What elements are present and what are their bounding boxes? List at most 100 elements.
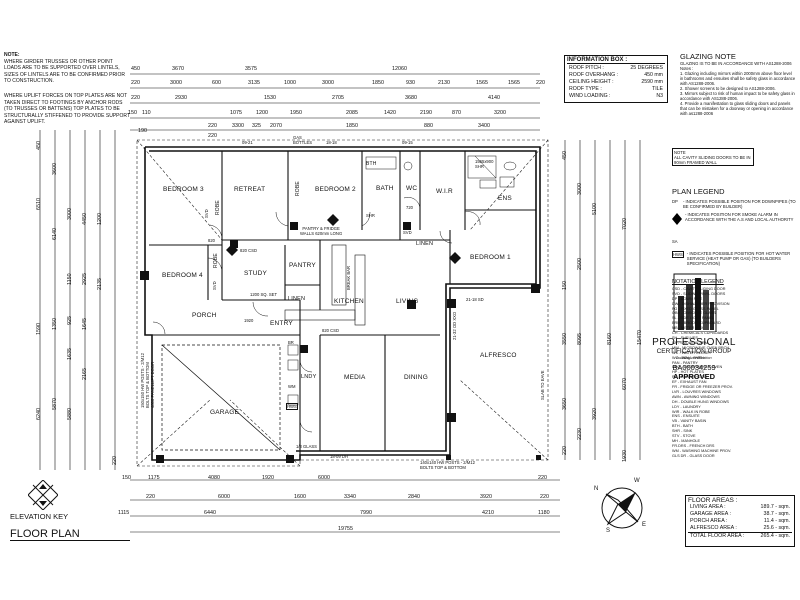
dimension-label: 2230 <box>577 428 583 440</box>
dimension-label: 3920 <box>480 494 492 500</box>
legend-text: - INDICATES POSITION FOR SMOKE ALARM IN … <box>685 212 794 222</box>
room-ens: ENS <box>498 195 512 202</box>
notation-item: RH - RANGE HOOD <box>672 375 707 380</box>
dimension-label: 6240 <box>36 408 42 420</box>
dimension-label: 4450 <box>82 213 88 225</box>
certifier-name-2: CERTIFICATION GROUP <box>656 348 732 355</box>
dimension-label: 2070 <box>270 123 282 129</box>
dimension-label: 1950 <box>290 110 302 116</box>
notation-item: FG - FIXED GLASS PANEL <box>672 306 719 311</box>
notation-item: SHR - SINK <box>672 429 693 434</box>
dimension-label: 3000 <box>322 80 334 86</box>
area-value: 11.4 - sqm. <box>763 518 790 524</box>
window-label: 21-18 SD <box>466 297 484 302</box>
dimension-label: 220 <box>112 456 118 465</box>
table-row: TOTAL FLOOR AREA :265.4 - sqm. <box>688 532 792 541</box>
info-label: WIND LOADING : <box>569 93 611 99</box>
dimension-label: 7990 <box>360 510 372 516</box>
dimension-label: 12060 <box>392 66 407 72</box>
table-row: ALFRESCO AREA :25.6 - sqm. <box>688 525 792 533</box>
dimension-label: 1930 <box>622 450 628 462</box>
notation-item: LDY - LAUNDRY <box>672 404 701 409</box>
glazing-note: GLAZING NOTE GLAZING IS TO BE IN ACCORDA… <box>680 52 796 116</box>
notation-item: BRM - BROOM CUPBOARD <box>672 321 721 326</box>
notation-item: OBS - OBSCURE GLASS <box>672 311 716 316</box>
area-value: 265.4 - sqm. <box>760 533 790 539</box>
notation-legend: NOTATION LEGEND CSD - CAVITY SLIDING DOO… <box>672 279 733 459</box>
notation-item: WC - WATER CLOSET <box>672 350 712 355</box>
compass-s: S <box>606 528 611 534</box>
window-label: 09-15 <box>402 140 413 145</box>
info-label: CEILING HEIGHT : <box>569 79 614 85</box>
room-linen: LINEN <box>288 296 306 302</box>
area-label: PORCH AREA : <box>690 518 728 524</box>
dimension-label: 925 <box>67 316 73 325</box>
csd-label: 820 CSD <box>322 328 339 333</box>
dimension-label: 220 <box>131 95 140 101</box>
table-row: GARAGE AREA : 38.7 - sqm. <box>688 511 792 518</box>
window-label: 18-18 <box>326 140 337 145</box>
dimension-label: 3650 <box>562 398 568 410</box>
dimension-label: 2500 <box>577 258 583 270</box>
approval-status: APPROVED <box>672 372 716 381</box>
dimension-label: 6000 <box>218 494 230 500</box>
door-size-label: 820 <box>208 238 215 243</box>
alfresco-posts-note: 140x140 HW POSTS - 2/M12 BOLTS TOP & BOT… <box>420 460 475 470</box>
legend-text: - INDICATES POSSIBLE POSITION FOR DOWNPI… <box>682 199 796 209</box>
room-robe-3: ROBE <box>215 200 221 215</box>
certifier-logo <box>673 273 717 333</box>
slab-eave-label: SLAB TO EAVE <box>540 370 545 400</box>
dimension-label: 220 <box>562 446 568 455</box>
shower-label: 1565x900 SHR <box>475 159 494 169</box>
dimension-label: 600 <box>212 80 221 86</box>
area-value: 38.7 - sqm. <box>763 511 791 517</box>
notation-item: EF - EXHAUST FAN <box>672 380 707 385</box>
dimension-label: 150 <box>122 475 131 481</box>
dimension-label: 1600 <box>294 494 306 500</box>
garage-posts-note: 150x150 HW POSTS - 2/M12 BOLTS TOP & BOT… <box>140 353 155 408</box>
dimension-label: 880 <box>424 123 433 129</box>
room-robe-1: ROBE <box>295 181 301 196</box>
area-label: GARAGE AREA : <box>690 511 731 517</box>
notes-heading: NOTE: <box>4 52 20 58</box>
dimension-label: 1565 <box>508 80 520 86</box>
dimension-label: 1180 <box>538 510 550 516</box>
dimension-label: 220 <box>538 475 547 481</box>
dimension-label: 3200 <box>494 110 506 116</box>
svd-label: SVD <box>204 209 209 218</box>
dimension-label: 1850 <box>372 80 384 86</box>
room-bath: BATH <box>376 185 394 192</box>
notation-item: CSD - CAVITY SLIDING DOOR <box>672 286 726 291</box>
gas-bottles-label: GAS BOTTLES <box>293 135 313 145</box>
dimension-label: 4080 <box>208 475 220 481</box>
door-size-label: 720 <box>406 205 413 210</box>
dimension-label: 450 <box>131 66 140 72</box>
dimension-label: 220 <box>208 123 217 129</box>
info-value: 450 mm <box>644 72 663 78</box>
dimension-label: 6510 <box>36 198 42 210</box>
room-bth: BTH <box>366 161 377 167</box>
dimension-label: 15470 <box>637 330 643 345</box>
compass-n: N <box>594 486 599 492</box>
dimension-label: 6140 <box>52 228 58 240</box>
room-entry: ENTRY <box>270 320 293 327</box>
set-label: 1200 SQ. SET <box>250 292 277 297</box>
notation-item: MH - MANHOLE <box>672 439 701 443</box>
dimension-label: 3600 <box>52 163 58 175</box>
glazing-item: 4. Provide a manifestation to glass slid… <box>680 101 794 116</box>
room-bedroom-2: BEDROOM 2 <box>315 186 356 193</box>
area-label: LIVING AREA : <box>690 504 726 510</box>
glazing-subtitle: GLAZING IS TO BE IN ACCORDANCE WITH AS12… <box>680 61 792 66</box>
legend-item-smoke-alarm: SA - INDICATES POSITION FOR SMOKE ALARM … <box>672 212 798 248</box>
dimension-label: 3000 <box>577 183 583 195</box>
floor-areas-title: FLOOR AREAS : <box>688 497 738 504</box>
glazing-notes-heading: Notes : <box>680 66 694 71</box>
area-label: ALFRESCO AREA : <box>690 525 737 531</box>
dimension-label: 3300 <box>232 123 244 129</box>
glazing-title: GLAZING NOTE <box>680 52 736 61</box>
dimension-label: 1350 <box>52 318 58 330</box>
dimension-label: 2705 <box>332 95 344 101</box>
downpipe-icon: DP <box>672 199 678 204</box>
notation-item: LVR - LOUVRES WINDOWS <box>672 389 721 394</box>
